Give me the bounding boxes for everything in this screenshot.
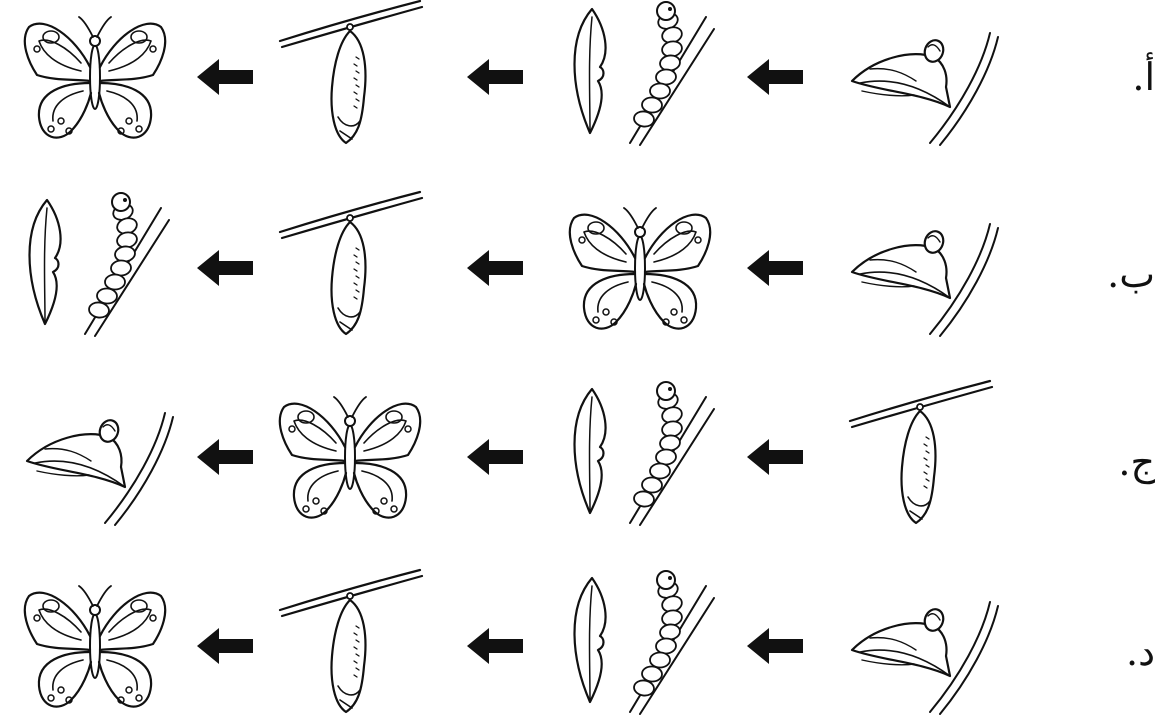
left-arrow-icon (197, 59, 253, 95)
option-label-b[interactable]: ب. (1095, 252, 1155, 296)
butterfly-icon (25, 17, 165, 138)
option-label-d[interactable]: د. (1095, 630, 1155, 674)
option-row-3 (25, 570, 998, 714)
left-arrow-icon (747, 628, 803, 664)
option-row-1 (30, 192, 999, 336)
pupa-icon (280, 192, 422, 334)
egg-on-leaf-icon (852, 602, 998, 714)
left-arrow-icon (467, 59, 523, 95)
butterfly-icon (25, 586, 165, 707)
left-arrow-icon (467, 628, 523, 664)
left-arrow-icon (467, 250, 523, 286)
caterpillar-icon (575, 571, 715, 714)
left-arrow-icon (197, 439, 253, 475)
option-row-2 (27, 381, 992, 525)
caterpillar-icon (30, 193, 170, 336)
option-label-a[interactable]: أ. (1095, 55, 1155, 99)
left-arrow-icon (747, 250, 803, 286)
butterfly-icon (280, 397, 420, 518)
caterpillar-icon (575, 382, 715, 525)
egg-on-leaf-icon (27, 413, 173, 525)
butterfly-icon (570, 208, 710, 329)
left-arrow-icon (197, 250, 253, 286)
left-arrow-icon (197, 628, 253, 664)
left-arrow-icon (747, 439, 803, 475)
option-row-0 (25, 1, 998, 145)
egg-on-leaf-icon (852, 33, 998, 145)
caterpillar-icon (575, 2, 715, 145)
pupa-icon (280, 1, 422, 143)
pupa-icon (850, 381, 992, 523)
egg-on-leaf-icon (852, 224, 998, 336)
left-arrow-icon (467, 439, 523, 475)
pupa-icon (280, 570, 422, 712)
left-arrow-icon (747, 59, 803, 95)
option-label-c[interactable]: ج. (1095, 440, 1155, 484)
